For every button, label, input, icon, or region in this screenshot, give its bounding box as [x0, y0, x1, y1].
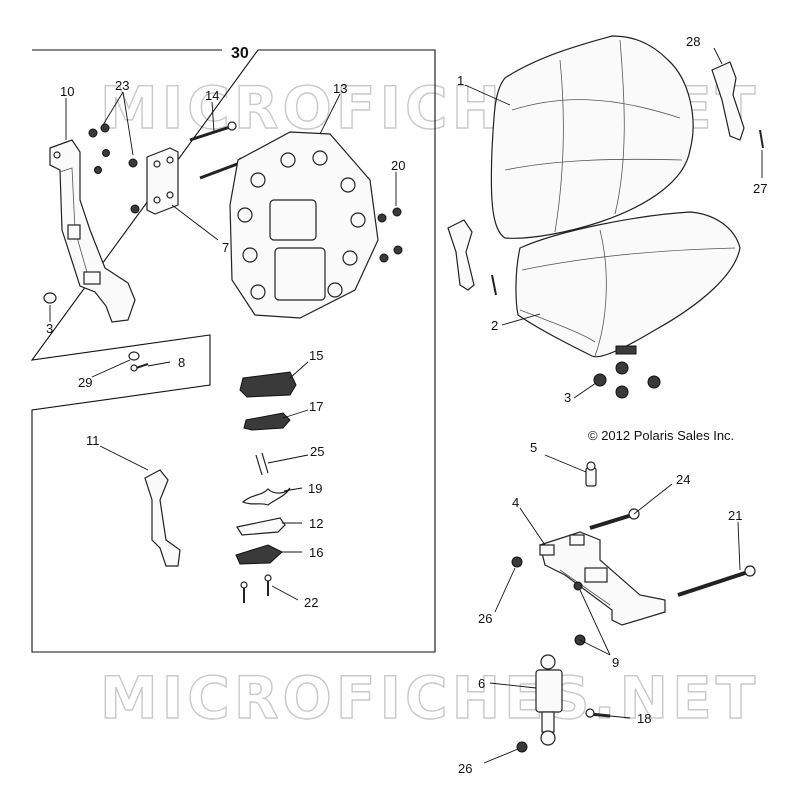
callout-3-right[interactable]: 3: [564, 390, 571, 405]
seat-bottom-cushion-part: [515, 211, 741, 358]
callout-23[interactable]: 23: [115, 78, 129, 93]
callout-20[interactable]: 20: [391, 158, 405, 173]
kit-frame: [30, 49, 436, 653]
base-latch-part: [235, 544, 283, 565]
rod-left-part: [144, 469, 181, 567]
callout-28[interactable]: 28: [686, 34, 700, 49]
callout-7[interactable]: 7: [222, 240, 229, 255]
long-bolt-lower-part: [677, 565, 756, 597]
spring-part: [241, 487, 291, 506]
seat-back-cushion-part: [490, 35, 694, 239]
callout-17[interactable]: 17: [309, 399, 323, 414]
callout-10[interactable]: 10: [60, 84, 74, 99]
callout-27[interactable]: 27: [753, 181, 767, 196]
callout-25[interactable]: 25: [310, 444, 324, 459]
callout-24[interactable]: 24: [676, 472, 690, 487]
callout-2[interactable]: 2: [491, 318, 498, 333]
small-screw-part: [130, 363, 149, 372]
callout-1[interactable]: 1: [457, 73, 464, 88]
callout-5[interactable]: 5: [530, 440, 537, 455]
bolt-shock-part: [585, 708, 611, 718]
callout-15[interactable]: 15: [309, 348, 323, 363]
callout-12[interactable]: 12: [309, 516, 323, 531]
callout-4[interactable]: 4: [512, 495, 519, 510]
screws-part: [377, 207, 403, 263]
callout-18[interactable]: 18: [637, 711, 651, 726]
callout-21[interactable]: 21: [728, 508, 742, 523]
callout-26-upper[interactable]: 26: [478, 611, 492, 626]
callout-26-lower[interactable]: 26: [458, 761, 472, 776]
seat-bracket-part: [49, 139, 136, 323]
callout-19[interactable]: 19: [308, 481, 322, 496]
pins-part: [255, 452, 269, 476]
washer-part: [128, 351, 140, 361]
gasket-part: [236, 517, 286, 536]
callout-22[interactable]: 22: [304, 595, 318, 610]
nut-lower-part: [516, 741, 528, 753]
nut-small-part: [573, 581, 583, 591]
callout-30[interactable]: 30: [231, 45, 249, 62]
nut-set-part: [88, 123, 140, 214]
callout-9[interactable]: 9: [612, 655, 619, 670]
shock-absorber-part: [535, 654, 563, 746]
callout-3-left[interactable]: 3: [46, 321, 53, 336]
long-bolt-upper-part: [589, 508, 640, 530]
nut-upper-part: [511, 556, 523, 568]
suspension-frame-part: [539, 531, 666, 626]
callout-16[interactable]: 16: [309, 545, 323, 560]
rod-seat-left-part: [447, 219, 475, 291]
pin-seat-part: [491, 274, 497, 296]
rod-right-part: [711, 61, 745, 141]
mounting-plate-part: [146, 147, 179, 215]
clip-part: [243, 412, 291, 431]
back-plate-part: [229, 131, 379, 319]
callout-6[interactable]: 6: [478, 676, 485, 691]
callout-14[interactable]: 14: [205, 88, 219, 103]
latch-block-part: [239, 371, 297, 398]
grommets-right-part: [593, 361, 661, 399]
grease-fitting-part: [585, 461, 597, 487]
grommet-left-part: [43, 292, 57, 304]
callout-29[interactable]: 29: [78, 375, 92, 390]
callout-11[interactable]: 11: [86, 433, 100, 448]
leader-lines: [49, 47, 763, 764]
pin-right-part: [759, 129, 764, 149]
copyright-notice: © 2012 Polaris Sales Inc.: [588, 428, 734, 443]
callout-8[interactable]: 8: [178, 355, 185, 370]
screws-bottom-part: [240, 574, 272, 603]
watermark-bottom: MICROFICHES.NET: [100, 664, 759, 732]
callout-13[interactable]: 13: [333, 81, 347, 96]
